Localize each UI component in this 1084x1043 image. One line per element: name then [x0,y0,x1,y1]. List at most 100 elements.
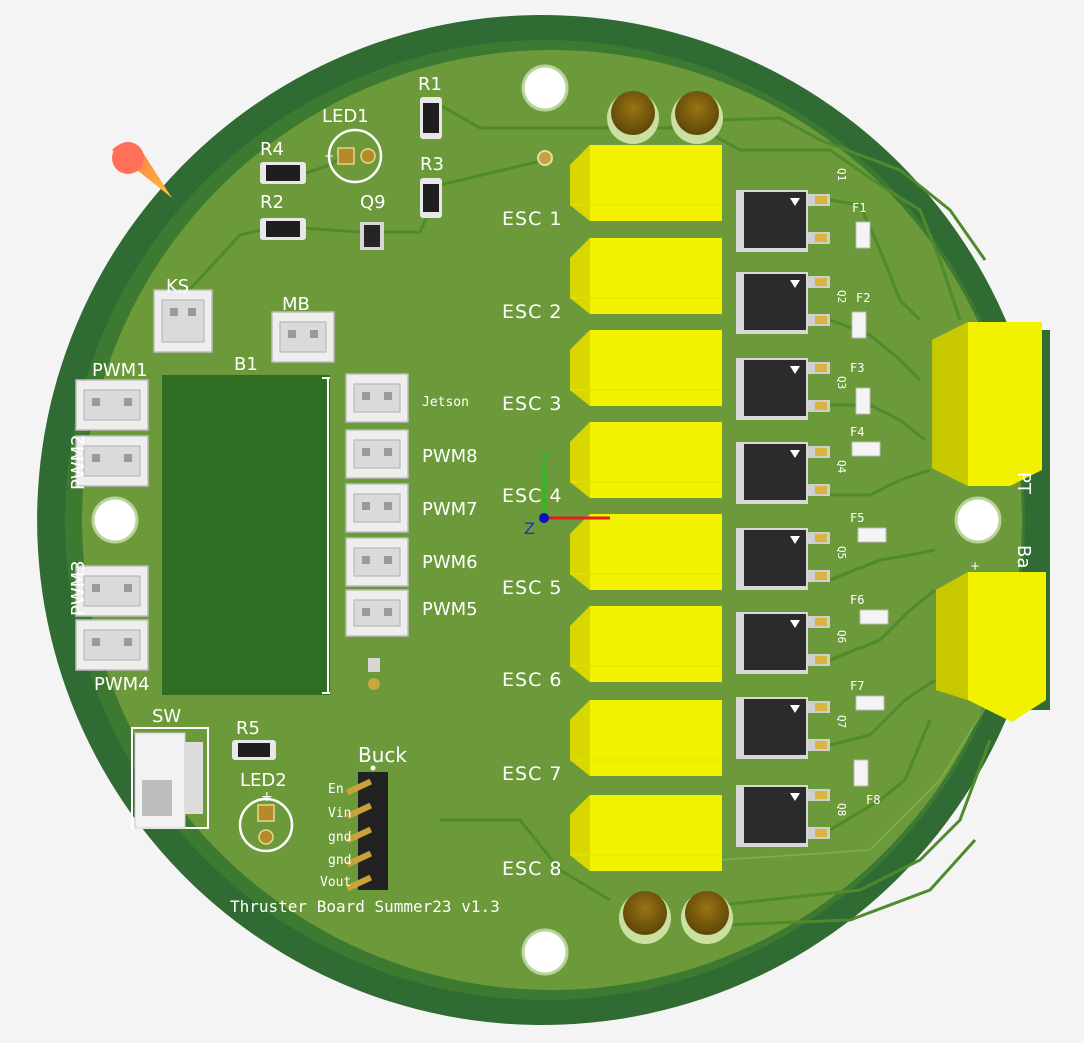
fuse-6: F6 [850,593,889,625]
mount-hole-left [91,496,139,544]
mosfet-label-3: Q3 [835,376,848,389]
label-pwm8: PWM8 [422,446,478,467]
mosfet-7: Q7 [736,697,848,759]
mosfet-5: Q5 [736,528,848,590]
buck-header [345,765,388,892]
esc-connector-4 [570,422,722,498]
fuse-label-8: F8 [866,793,880,807]
label-r4: R4 [260,139,284,160]
label-jetson: Jetson [422,395,469,410]
battery-connectors [932,322,1046,722]
fuse-2: F2 [851,291,870,339]
label-pwm2: PWM2 [68,434,89,490]
esc-connector-1 [570,145,722,221]
label-led2: LED2 [240,770,287,791]
board-title: Thruster Board Summer23 v1.3 [230,897,500,916]
label-plus-batt: + [970,559,980,573]
fuse-4: F4 [850,425,881,457]
jst-connector-mb [271,311,335,363]
mount-hole-right [954,496,1002,544]
label-pwm7: PWM7 [422,499,478,520]
label-r1: R1 [418,74,442,95]
buck-pin-vout: Vout [320,875,351,890]
fuse-7: F7 [850,679,885,711]
label-pwm6: PWM6 [422,552,478,573]
jst-connector-pwm5 [345,589,409,637]
fuse-label-2: F2 [856,291,870,305]
esc-connector-8 [570,795,722,871]
buck-pin-en: En [328,782,344,797]
mosfet-6: Q6 [736,612,848,674]
fuse-label-5: F5 [850,511,864,525]
esc-connector-2 [570,238,722,314]
jst-connector-pwm6 [345,537,409,587]
mount-hole-top [521,64,569,112]
mosfet-2: Q2 [736,272,848,334]
led-footprints [238,128,383,853]
mosfet-label-7: Q7 [835,715,848,728]
fuse-3: F3 [850,361,871,415]
jst-connector-pwm1 [75,379,149,431]
fuse-label-4: F4 [850,425,864,439]
label-pt-partial: PT [1013,472,1034,495]
label-ks: KS [166,276,189,297]
b1-module [162,375,330,695]
mosfet-1: Q1 [736,168,848,252]
mosfet-3: Q3 [736,358,848,420]
esc-connector-7 [570,700,722,776]
fuse-1: F1 [852,201,871,249]
esc-connector-3 [570,330,722,406]
label-mb: MB [282,294,310,315]
mosfet-label-2: Q2 [835,290,848,303]
mosfet-label-8: Q8 [835,803,848,816]
fuse-label-1: F1 [852,201,866,215]
esc-label-6: ESC 6 [502,669,562,691]
esc-label-5: ESC 5 [502,577,562,599]
silkscreen: R1 R3 R4 R2 R5 LED1 LED2 Q9 KS MB B1 SW … [68,74,1034,916]
label-batt-partial: Ba [1013,545,1034,568]
fuse-label-3: F3 [850,361,864,375]
esc-connector-group [570,145,722,871]
label-r2: R2 [260,192,284,213]
jst-connector-pwm3 [75,565,149,617]
esc-label-1: ESC 1 [502,208,562,230]
axis-z-label: Z [524,519,535,538]
label-led1: LED1 [322,106,369,127]
mosfet-4: Q4 [736,442,848,504]
label-plus-led1: + [324,149,334,163]
esc-label-3: ESC 3 [502,393,562,415]
jst-connector-ks [153,289,213,353]
fuse-8: F8 [853,759,880,807]
mount-hole-bottom [521,928,569,976]
label-r3: R3 [420,154,444,175]
mosfet-8: Q8 [736,785,848,847]
mosfet-label-4: Q4 [835,460,848,474]
esc-connector-6 [570,606,722,682]
mosfet-label-1: Q1 [835,168,848,181]
label-q9: Q9 [360,192,386,213]
buck-pin-gnd2: gnd [328,853,351,868]
label-buck: Buck [358,743,407,767]
fuse-5: F5 [850,511,887,543]
buck-pin-vin: Vin [328,806,351,821]
label-pwm1: PWM1 [92,360,148,381]
label-r5: R5 [236,718,260,739]
jst-connector-jetson [345,373,409,423]
label-plus-led2: + [261,789,273,805]
axis-y-label: Y [539,450,549,466]
smd-parts [232,97,553,760]
esc-label-8: ESC 8 [502,858,562,880]
fuse-label-7: F7 [850,679,864,693]
mosfet-label-5: Q5 [835,546,848,559]
sw-switch [131,727,209,829]
label-pwm5: PWM5 [422,599,478,620]
jst-connector-pwm4 [75,619,149,671]
jst-connector-group [75,289,409,671]
jst-connector-pwm7 [345,483,409,533]
label-b1: B1 [234,354,258,375]
glow-led [112,142,172,198]
mosfet-label-6: Q6 [835,630,848,643]
